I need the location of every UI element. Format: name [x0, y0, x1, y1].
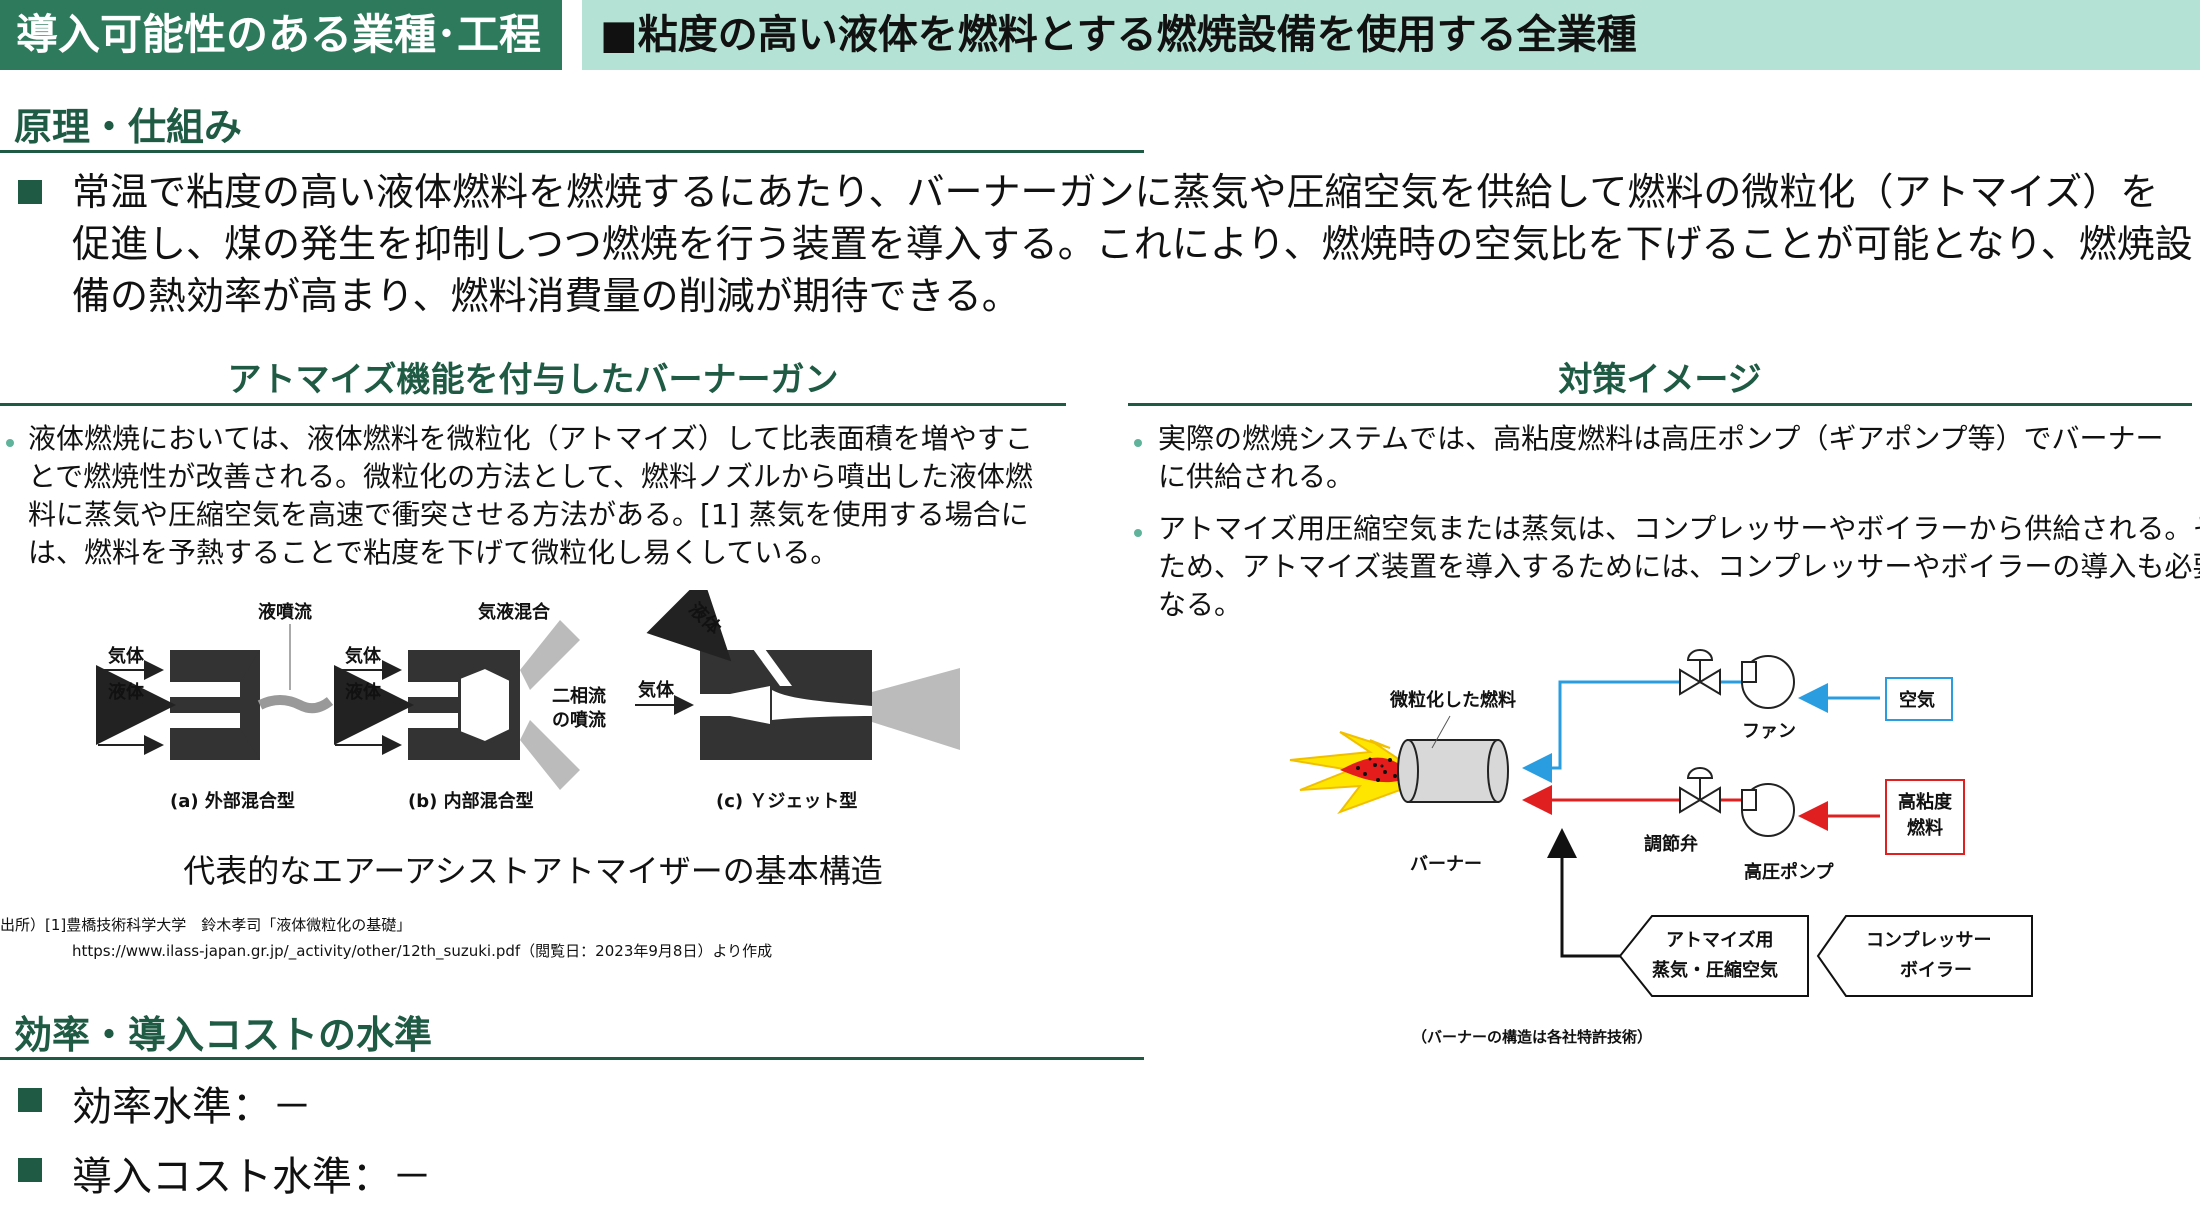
principle-line: 促進し、煤の発生を抑制しつつ燃焼を行う装置を導入する。これにより、燃焼時の空気比… [72, 222, 2193, 266]
atomizer-c-gas-label: 気体 [638, 679, 675, 701]
atomizer-b-mix-label: 気液混合 [478, 601, 551, 623]
right-bullet-2: アトマイズ用圧縮空気または蒸気は、コンプレッサーやボイラーから供給される。その … [1158, 510, 2200, 624]
left-text-line: 料に蒸気や圧縮空気を高速で衝突させる方法がある。[1] 蒸気を使用する場合に [28, 498, 1029, 531]
system-diagram: 微粒化した燃料 バーナー ファン 空気 調節弁 高圧ポンプ 高粘度 燃料 アトマ… [1289, 649, 2033, 1046]
air-box [1885, 677, 1953, 721]
atomizer-b-two-phase-2: の噴流 [552, 709, 606, 731]
pump-label: 高圧ポンプ [1744, 861, 1834, 883]
atomizer-a: 気体 液体 液噴流 (a) 外部混合型 [96, 601, 334, 812]
atomized-fuel-label: 微粒化した燃料 [1389, 689, 1516, 711]
left-panel-text: 液体燃焼においては、液体燃料を微粒化（アトマイズ）して比表面積を増やすこ とで燃… [28, 420, 1068, 572]
patent-note: （バーナーの構造は各社特許技術） [1412, 1028, 1652, 1046]
right-text-line: ため、アトマイズ装置を導入するためには、コンプレッサーやボイラーの導入も必要に [1158, 550, 2200, 583]
atomizer-c-caption: (c) Ｙジェット型 [716, 790, 857, 812]
left-text-line: は、燃料を予熱することで粘度を下げて微粒化し易くしている。 [28, 536, 839, 569]
viscous-fuel-label-2: 燃料 [1907, 817, 1943, 839]
atomizer-a-caption: (a) 外部混合型 [170, 790, 295, 812]
burner-label: バーナー [1410, 854, 1482, 875]
atomize-supply-box [1618, 915, 1809, 997]
right-bullet-1: 実際の燃焼システムでは、高粘度燃料は高圧ポンプ（ギアポンプ等）でバーナー に供給… [1158, 420, 2198, 496]
left-text-line: とで燃焼性が改善される。微粒化の方法として、燃料ノズルから噴出した液体燃 [28, 460, 1033, 493]
viscous-fuel-box [1885, 779, 1965, 855]
efficiency-level: 効率水準：－ [72, 1084, 312, 1130]
left-text-line: 液体燃焼においては、液体燃料を微粒化（アトマイズ）して比表面積を増やすこ [28, 422, 1033, 455]
boiler-label: ボイラー [1900, 960, 1972, 981]
cost-level: 導入コスト水準：－ [72, 1154, 432, 1200]
principle-title: 原理・仕組み [14, 105, 243, 149]
principle-text: 常温で粘度の高い液体燃料を燃焼するにあたり、バーナーガンに蒸気や圧縮空気を供給し… [72, 166, 2193, 322]
left-panel-rule [0, 403, 1066, 406]
fan-icon [1741, 655, 1795, 709]
compressor-box [1816, 915, 2033, 997]
right-text-line: に供給される。 [1158, 460, 1355, 493]
atomizer-b-liquid-label: 液体 [345, 681, 382, 703]
right-text-line: アトマイズ用圧縮空気または蒸気は、コンプレッサーやボイラーから供給される。その [1158, 512, 2200, 545]
burner-icon [1397, 739, 1509, 803]
pump-icon [1741, 783, 1795, 837]
atomizer-figure: 気体 液体 液噴流 (a) 外部混合型 気体 液体 気液混合 二相流 の噴流 (… [96, 590, 960, 812]
principle-rule [0, 150, 1144, 153]
efficiency-title: 効率・導入コストの水準 [14, 1013, 433, 1057]
atomizer-b-two-phase-1: 二相流 [552, 685, 606, 707]
header-industry-label: 導入可能性のある業種･工程 [0, 0, 562, 70]
atomizer-c-liquid-label: 液体 [684, 598, 726, 640]
left-panel-title: アトマイズ機能を付与したバーナーガン [227, 360, 839, 400]
atomize-label-1: アトマイズ用 [1666, 929, 1773, 951]
right-bullet-icon [1134, 529, 1142, 537]
atomizer-c: 液体 気体 (c) Ｙジェット型 [635, 590, 960, 812]
efficiency-bullet-icon [18, 1088, 42, 1112]
atomizer-a-liquid-label: 液体 [108, 681, 145, 703]
control-valve-icon [1679, 767, 1721, 814]
atomizer-b-caption: (b) 内部混合型 [408, 790, 534, 812]
flame-icon [1289, 731, 1402, 815]
principle-line: 常温で粘度の高い液体燃料を燃焼するにあたり、バーナーガンに蒸気や圧縮空気を供給し… [72, 170, 2159, 214]
viscous-fuel-label-1: 高粘度 [1898, 791, 1953, 813]
right-text-line: 実際の燃焼システムでは、高粘度燃料は高圧ポンプ（ギアポンプ等）でバーナー [1158, 422, 2164, 455]
atomize-label-2: 蒸気・圧縮空気 [1652, 959, 1778, 981]
atomizer-b: 気体 液体 気液混合 二相流 の噴流 (b) 内部混合型 [334, 601, 606, 812]
compressor-label: コンプレッサー [1866, 929, 1991, 951]
control-valve-label: 調節弁 [1644, 833, 1698, 855]
header-industry-value: ■粘度の高い液体を燃料とする燃焼設備を使用する全業種 [582, 0, 2200, 70]
atomizer-figure-caption: 代表的なエアーアシストアトマイザーの基本構造 [183, 852, 883, 890]
right-panel-title: 対策イメージ [1558, 360, 1762, 400]
atomizer-a-gas-label: 気体 [108, 645, 145, 667]
air-label: 空気 [1899, 689, 1935, 711]
cost-bullet-icon [18, 1158, 42, 1182]
right-bullet-icon [1134, 439, 1142, 447]
efficiency-rule [0, 1057, 1144, 1060]
principle-line: 備の熱効率が高まり、燃料消費量の削減が期待できる。 [72, 274, 1020, 318]
right-text-line: なる。 [1158, 588, 1243, 621]
source-line-2: https://www.ilass-japan.gr.jp/_activity/… [72, 942, 773, 960]
atomizer-b-gas-label: 気体 [345, 645, 382, 667]
source-line-1: 出所）[1]豊橋技術科学大学 鈴木孝司「液体微粒化の基礎」 [0, 916, 412, 934]
atomizer-a-flow-label: 液噴流 [258, 601, 312, 623]
principle-bullet-icon [18, 180, 42, 204]
left-bullet-icon [6, 439, 14, 447]
right-panel-rule [1128, 403, 2192, 406]
air-valve-icon [1679, 649, 1721, 696]
fan-label: ファン [1742, 721, 1796, 742]
